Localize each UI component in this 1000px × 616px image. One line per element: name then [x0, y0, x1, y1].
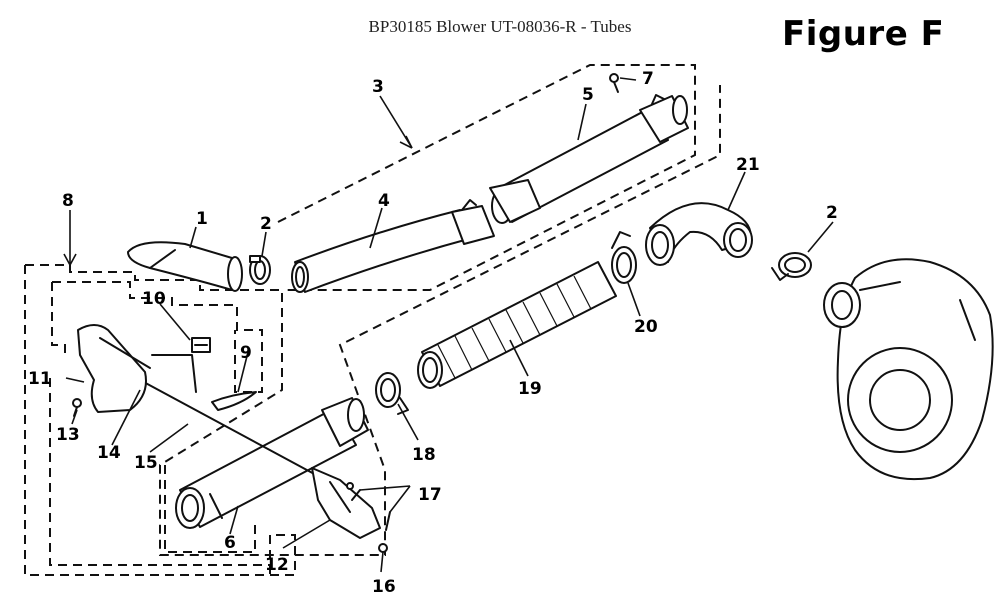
group-boundary-handle-inner [51, 282, 66, 355]
callout-2-left: 2 [260, 214, 272, 234]
part-2-clamp-left [249, 255, 271, 285]
group-boundary-outer-frame [24, 265, 296, 576]
callout-6: 6 [224, 533, 236, 553]
part-9-strap [211, 391, 257, 411]
callout-15: 15 [134, 453, 158, 473]
part-20-hose-clamp [611, 231, 637, 284]
callout-10: 10 [142, 289, 166, 309]
part-15-throttle-rod [139, 379, 319, 477]
group-boundary-upper-tube [277, 64, 696, 291]
callout-3: 3 [372, 77, 384, 97]
blower-housing [823, 258, 994, 481]
part-4-curved-tube [291, 199, 495, 293]
part-1-nozzle [127, 241, 243, 292]
callout-7: 7 [642, 69, 654, 89]
part-21-elbow [645, 202, 753, 266]
callout-2-right: 2 [826, 203, 838, 223]
part-14-handle [77, 324, 197, 413]
callout-19: 19 [518, 379, 542, 399]
callout-20: 20 [634, 317, 658, 337]
figure-label: Figure F [782, 14, 945, 54]
callout-17: 17 [418, 485, 442, 505]
callout-18: 18 [412, 445, 436, 465]
part-13-screw [72, 398, 82, 417]
callout-1: 1 [196, 209, 208, 229]
part-10-switch [191, 337, 211, 353]
part-18-clamp [375, 372, 409, 415]
part-19-flex-hose [417, 261, 617, 389]
part-5-straight-tube [489, 94, 689, 224]
callout-16: 16 [372, 577, 396, 597]
leader-lines [63, 77, 834, 573]
callout-11: 11 [28, 369, 52, 389]
group-boundary-grip [49, 378, 270, 566]
diagram-title: BP30185 Blower UT-08036-R - Tubes [368, 17, 632, 36]
callout-5: 5 [582, 85, 594, 105]
callout-4: 4 [378, 191, 390, 211]
callout-8: 8 [62, 191, 74, 211]
callout-12: 12 [265, 555, 289, 575]
callout-13: 13 [56, 425, 80, 445]
part-2-clamp-right [771, 252, 812, 281]
part-7-screw [609, 73, 619, 93]
callout-14: 14 [97, 443, 121, 463]
callout-9: 9 [240, 343, 252, 363]
part-12-bracket [311, 467, 381, 539]
part-6-lower-tube [175, 397, 369, 529]
callout-21: 21 [736, 155, 760, 175]
